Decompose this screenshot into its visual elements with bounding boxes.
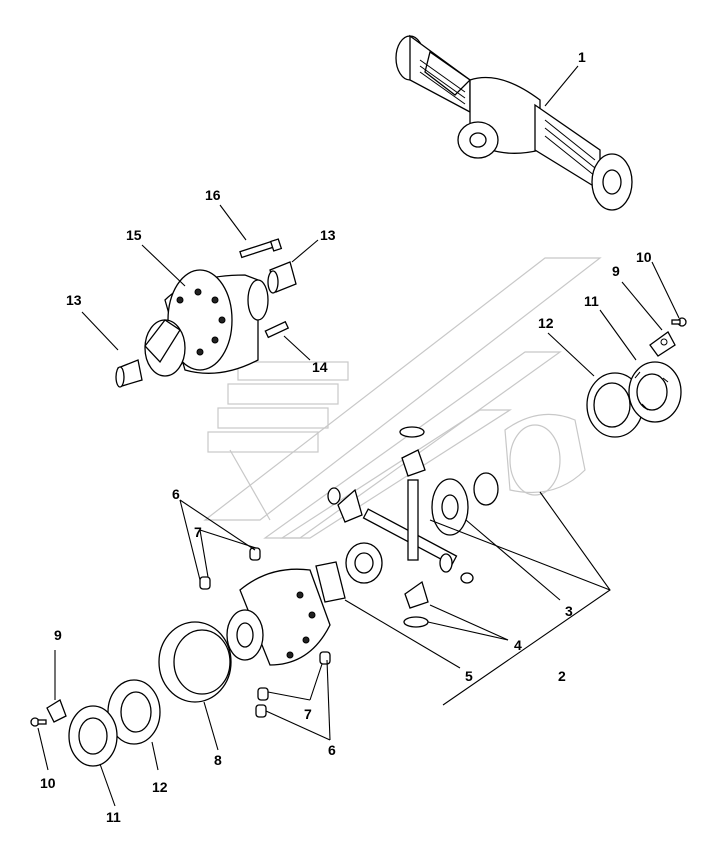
watermark-logo [203,257,602,539]
callout-13-top: 13 [320,227,336,243]
callout-7-upper: 7 [194,524,202,540]
differential-case-left [226,568,331,666]
bearing-cup-8 [158,621,232,703]
lock-plate-9-upper [649,331,676,357]
bushing-13-top [267,261,297,294]
callout-12-upper: 12 [538,315,554,331]
callout-10-upper: 10 [636,249,652,265]
bearing-12-lower [107,679,161,745]
callout-1: 1 [578,49,586,65]
leader-lines [37,65,680,807]
thrust-washer-right [473,472,499,506]
callout-2: 2 [558,668,566,684]
callout-8: 8 [214,752,222,768]
callout-15: 15 [126,227,142,243]
callout-7-lower: 7 [304,706,312,722]
callout-6-upper: 6 [172,486,180,502]
axle-assembly [395,34,633,211]
callout-11-upper: 11 [584,293,599,309]
bolt-16 [239,238,283,259]
adjusting-nut-11-lower [68,705,118,767]
planet-gear-lower [404,553,474,609]
callout-5: 5 [465,668,473,684]
pin-14 [264,320,290,339]
fitting-7-upper [199,576,211,590]
callout-9-upper: 9 [612,263,620,279]
differential-case-right [504,413,586,496]
screw-10-upper [671,317,687,327]
callout-13-left: 13 [66,292,82,308]
callout-16: 16 [205,187,221,203]
adjusting-nut-11-upper [628,361,682,423]
callout-14: 14 [312,359,328,375]
gasket-5 [315,561,346,603]
thrust-washer-4 [403,616,429,628]
differential-side-gear-right [431,478,469,536]
callout-12-lower: 12 [152,779,168,795]
planet-gear-left [327,487,363,523]
callout-10-lower: 10 [40,775,56,791]
callout-9-lower: 9 [54,627,62,643]
lock-plate-9-lower [46,699,67,723]
cross-shaft [362,479,458,566]
differential-housing-15 [144,269,269,377]
side-gear-upper [399,426,426,477]
side-gear-left [345,542,383,584]
callout-11-lower: 11 [106,809,121,825]
fitting-7-lower [257,651,331,701]
fitting-6-lower [255,704,267,718]
callout-labels: 1 2 3 4 5 6 6 7 7 8 9 9 10 10 11 11 12 1… [40,49,652,825]
callout-4: 4 [514,637,522,653]
bushing-13-left [115,359,143,388]
screw-10-lower [30,717,47,727]
callout-6-lower: 6 [328,742,336,758]
callout-3: 3 [565,603,573,619]
